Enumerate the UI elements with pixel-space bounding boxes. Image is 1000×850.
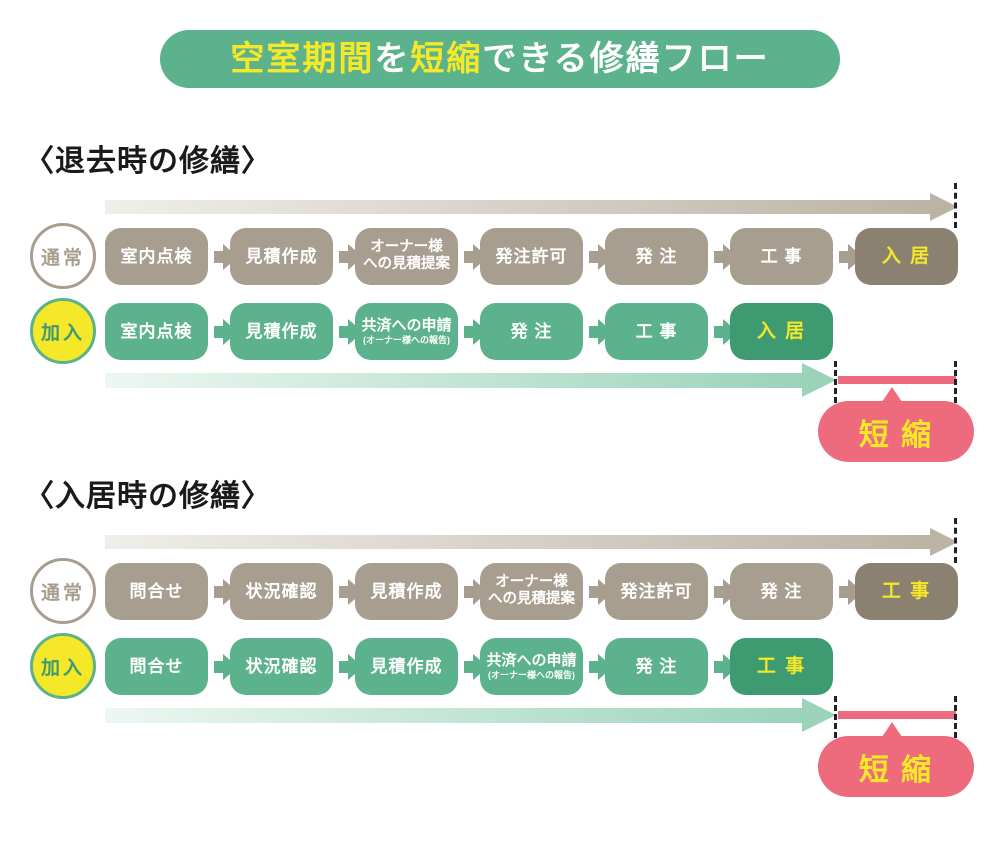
shortened-span-line — [838, 711, 956, 719]
flow-step: オーナー様への見積提案 — [480, 563, 613, 620]
step-label: 見積作成 — [245, 246, 318, 266]
section-movein-repair: 〈入居時の修繕〉 通常問合せ状況確認見積作成オーナー様への見積提案発注許可発 注… — [0, 477, 1000, 807]
dash-marker-icon — [954, 518, 957, 563]
step-label: 発 注 — [510, 321, 553, 341]
row-badge-member: 加入 — [30, 633, 96, 699]
flow-step: 問合せ — [105, 563, 238, 620]
step-sublabel: (オーナー様への報告) — [488, 669, 575, 680]
flow-step: 見積作成 — [355, 563, 488, 620]
arrow-bar — [105, 535, 930, 549]
section-moveout-repair: 〈退去時の修繕〉 通常室内点検見積作成オーナー様への見積提案発注許可発 注工 事… — [0, 142, 1000, 472]
flow-step: 見積作成 — [230, 303, 363, 360]
shorten-label: 短 縮 — [858, 418, 934, 452]
flow-step: 工 事 — [605, 303, 738, 360]
flow-step: 工 事 — [730, 228, 863, 285]
step-label: 見積作成 — [370, 581, 443, 601]
flow-step: 室内点検 — [105, 228, 238, 285]
flow-step: 入 居 — [730, 303, 833, 360]
arrow-bar — [105, 200, 930, 214]
flow-row-member: 加入 室内点検 見積作成 共済への申請(オーナー様への報告) 発 注 工 事 入 居 — [0, 298, 1000, 364]
badge-pointer-icon — [882, 387, 902, 402]
flow-step: 発 注 — [730, 563, 863, 620]
step-label: 問合せ — [129, 656, 184, 676]
steps: 問合せ状況確認見積作成オーナー様への見積提案発注許可発 注工 事 — [105, 563, 958, 620]
step-label: 工 事 — [756, 655, 807, 677]
flow-step: 発注許可 — [605, 563, 738, 620]
flow-step: 室内点検 — [105, 303, 238, 360]
steps: 室内点検 見積作成 共済への申請(オーナー様への報告) 発 注 工 事 入 居 — [105, 303, 833, 360]
flow-step: 発 注 — [605, 638, 738, 695]
shorten-label: 短 縮 — [858, 753, 934, 787]
step-label: 発 注 — [635, 656, 678, 676]
section-heading: 〈入居時の修繕〉 — [24, 480, 272, 513]
flow-step: 状況確認 — [230, 638, 363, 695]
title-segment: 短縮 — [410, 40, 483, 78]
title-segment: 空室期間 — [230, 40, 375, 78]
dash-marker-icon — [954, 696, 957, 738]
step-label: 状況確認 — [245, 581, 318, 601]
flow-step: 見積作成 — [355, 638, 488, 695]
step-label: 問合せ — [129, 581, 184, 601]
row-badge-normal: 通常 — [30, 558, 96, 624]
step-label: 工 事 — [881, 580, 932, 602]
badge-pointer-icon — [882, 722, 902, 737]
arrowhead-icon — [802, 363, 836, 397]
dash-marker-icon — [954, 183, 957, 228]
title-segment: を — [374, 40, 411, 78]
step-label: 入 居 — [756, 320, 807, 342]
step-label: 発注許可 — [620, 581, 693, 601]
flow-step: 発注許可 — [480, 228, 613, 285]
flow-step: 共済への申請(オーナー様への報告) — [480, 638, 613, 695]
arrow-bar — [105, 373, 802, 388]
flow-row-member: 加入 問合せ 状況確認 見積作成 共済への申請(オーナー様への報告) 発 注 工 事 — [0, 633, 1000, 699]
flow-step: 共済への申請(オーナー様への報告) — [355, 303, 488, 360]
row-badge-member: 加入 — [30, 298, 96, 364]
flow-step: 工 事 — [730, 638, 833, 695]
step-label: 発 注 — [635, 246, 678, 266]
flow-row-normal: 通常室内点検見積作成オーナー様への見積提案発注許可発 注工 事入 居 — [0, 223, 1000, 289]
steps: 室内点検見積作成オーナー様への見積提案発注許可発 注工 事入 居 — [105, 228, 958, 285]
dash-marker-icon — [954, 361, 957, 403]
shorten-badge: 短 縮 — [818, 387, 974, 462]
flow-step: 状況確認 — [230, 563, 363, 620]
step-label: 室内点検 — [120, 321, 193, 341]
step-sublabel: への見積提案 — [488, 591, 575, 608]
dash-marker-icon — [834, 696, 837, 738]
arrowhead-icon — [930, 193, 958, 221]
step-label: 工 事 — [635, 321, 678, 341]
flow-step: 見積作成 — [230, 228, 363, 285]
step-label: オーナー様 — [370, 239, 443, 256]
arrow-bar — [105, 708, 802, 723]
arrowhead-icon — [930, 528, 958, 556]
flow-step: 問合せ — [105, 638, 238, 695]
step-label: 発 注 — [760, 581, 803, 601]
step-label: 状況確認 — [245, 656, 318, 676]
arrowhead-icon — [802, 698, 836, 732]
step-label: 入 居 — [881, 245, 932, 267]
flow-step: 発 注 — [480, 303, 613, 360]
step-label: 共済への申請 — [486, 652, 577, 670]
step-label: 共済への申請 — [361, 317, 452, 335]
step-sublabel: への見積提案 — [363, 256, 450, 273]
step-sublabel: (オーナー様への報告) — [363, 334, 450, 345]
flow-step: 工 事 — [855, 563, 958, 620]
row-badge-normal: 通常 — [30, 223, 96, 289]
step-label: 工 事 — [760, 246, 803, 266]
flow-row-normal: 通常問合せ状況確認見積作成オーナー様への見積提案発注許可発 注工 事 — [0, 558, 1000, 624]
flow-step: 発 注 — [605, 228, 738, 285]
steps: 問合せ 状況確認 見積作成 共済への申請(オーナー様への報告) 発 注 工 事 — [105, 638, 833, 695]
flow-step: 入 居 — [855, 228, 958, 285]
step-label: 見積作成 — [370, 656, 443, 676]
title-segment: できる修繕フロー — [482, 40, 770, 78]
title-banner: 空室期間を短縮できる修繕フロー — [160, 30, 840, 88]
shorten-badge: 短 縮 — [818, 722, 974, 797]
step-label: 室内点検 — [120, 246, 193, 266]
flow-step: オーナー様への見積提案 — [355, 228, 488, 285]
dash-marker-icon — [834, 361, 837, 403]
step-label: オーナー様 — [495, 574, 568, 591]
shortened-span-line — [838, 376, 956, 384]
step-label: 見積作成 — [245, 321, 318, 341]
section-heading: 〈退去時の修繕〉 — [24, 145, 272, 178]
step-label: 発注許可 — [495, 246, 568, 266]
